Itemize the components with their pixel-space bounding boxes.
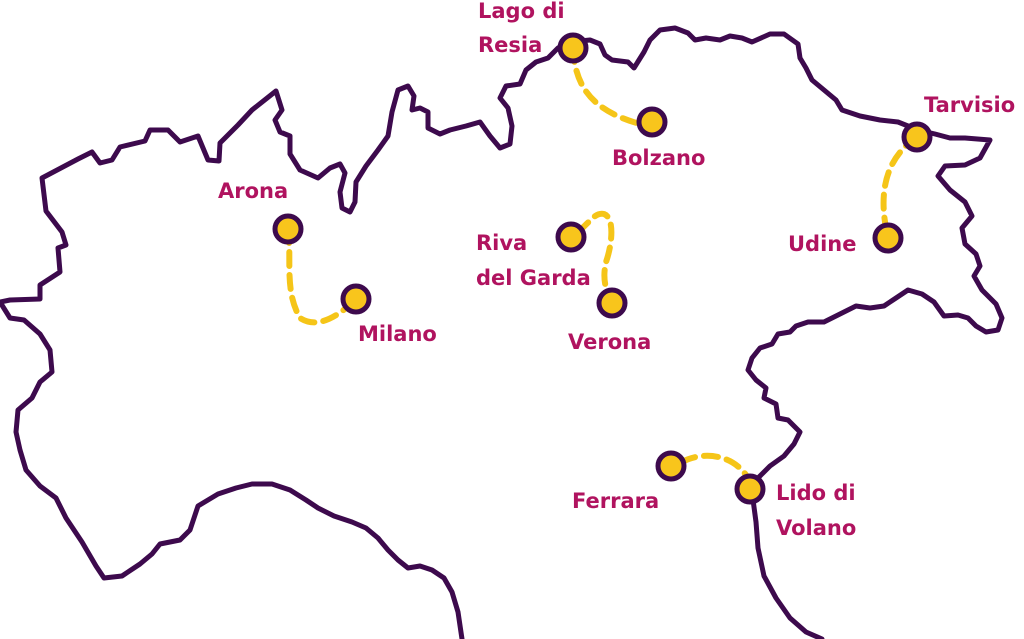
city-marker-verona (596, 287, 628, 319)
city-marker-udine (872, 222, 904, 254)
label-tarvisio: Tarvisio (924, 93, 1015, 117)
city-marker-riva-del-garda (555, 221, 587, 253)
country-border (0, 25, 1005, 639)
city-marker-lido-di-volano (734, 473, 766, 505)
route-ferrara-lido-di-volano (679, 452, 751, 481)
city-marker-tarvisio (901, 121, 933, 153)
label-lago-di-resia-line1: Lago di (478, 0, 565, 23)
city-marker-milano (340, 283, 372, 315)
dots-layer (272, 32, 933, 505)
label-lido-di-volano-line1: Lido di (776, 481, 856, 505)
label-riva-del-garda-line2: del Garda (476, 266, 591, 290)
label-riva-del-garda-line1: Riva (476, 231, 527, 255)
label-udine: Udine (788, 232, 856, 256)
label-verona: Verona (568, 330, 651, 354)
coastline-west (0, 299, 465, 639)
city-marker-arona (272, 213, 304, 245)
city-marker-lago-di-resia (557, 32, 589, 64)
label-lido-di-volano-line2: Volano (776, 516, 856, 540)
routes-layer (285, 45, 920, 481)
label-ferrara: Ferrara (572, 489, 659, 513)
label-milano: Milano (358, 322, 437, 346)
route-riva-del-garda-verona (575, 210, 615, 306)
route-arona-milano (285, 226, 359, 326)
label-arona: Arona (218, 179, 288, 203)
label-lago-di-resia-line2: Resia (478, 33, 542, 57)
city-marker-ferrara (655, 450, 687, 482)
city-marker-bolzano (636, 106, 668, 138)
label-bolzano: Bolzano (612, 146, 705, 170)
